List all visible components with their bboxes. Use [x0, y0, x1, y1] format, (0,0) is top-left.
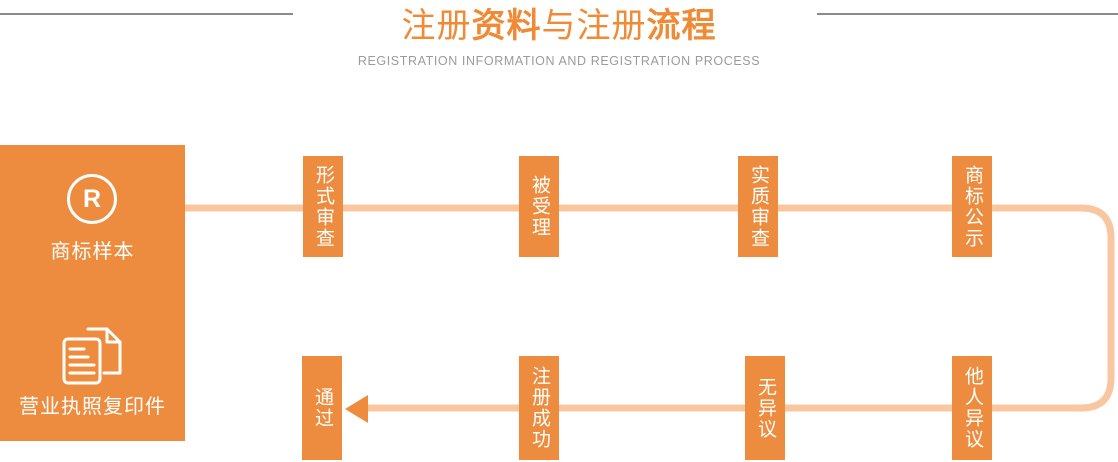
- title-segment: 资料: [471, 7, 542, 45]
- business-license-copy-label: 营业执照复印件: [19, 396, 166, 418]
- title-segment: 流程: [646, 7, 717, 45]
- flow-step-substantive-examination: 实质审查: [738, 156, 778, 257]
- flow-step-approved: 通过: [302, 356, 342, 460]
- trademark-sample-label: 商标样本: [50, 241, 135, 263]
- header-divider-left: [0, 13, 293, 15]
- flow-step-registration-success: 注册成功: [519, 356, 559, 460]
- page-subtitle: REGISTRATION INFORMATION AND REGISTRATIO…: [357, 54, 761, 68]
- title-segment: 注册: [401, 7, 472, 45]
- flow-step-accepted: 被受理: [519, 156, 559, 257]
- title-segment: 与注册: [541, 7, 647, 45]
- flow-step-no-opposition: 无异议: [745, 356, 785, 460]
- flow-step-formal-examination: 形式审查: [303, 156, 343, 257]
- flow-arrow-left-icon: [345, 395, 368, 423]
- flow-step-trademark-publication: 商标公示: [952, 156, 992, 257]
- materials-panel: R 商标样本 营业执照复印件: [0, 145, 185, 441]
- page-title: 注册资料与注册流程: [0, 4, 1118, 48]
- header-divider-right: [817, 13, 1118, 15]
- documents-icon: [62, 327, 122, 385]
- flow-step-third-party-opposition: 他人异议: [952, 356, 992, 460]
- registered-trademark-icon: R: [67, 174, 117, 224]
